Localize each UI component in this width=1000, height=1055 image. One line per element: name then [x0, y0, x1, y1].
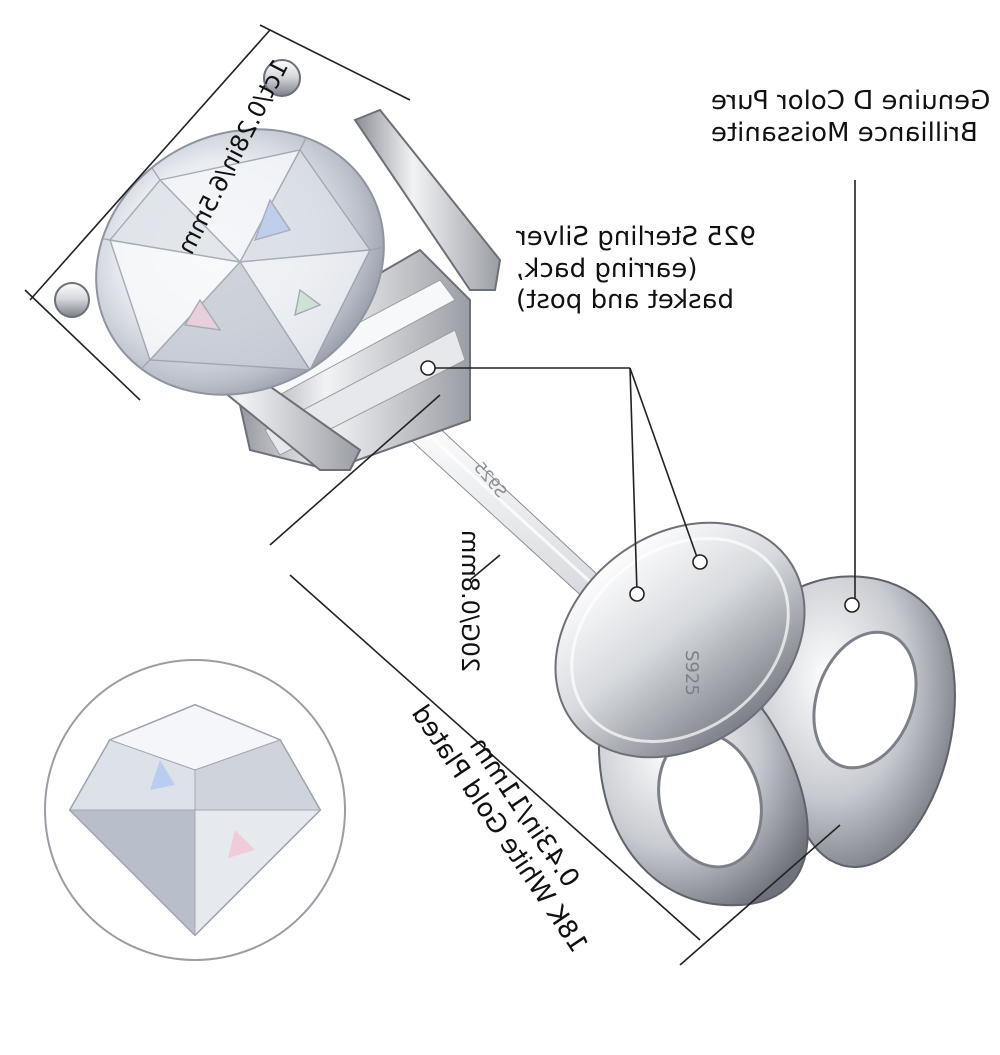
- moissanite-callout: Genuine D Color Pure Brilliance Moissani…: [711, 86, 990, 149]
- silver-callout: 925 Sterling Silver (earring back, baske…: [516, 222, 756, 317]
- dimension-lines: [24, 24, 841, 966]
- moissanite-line-2: Brilliance Moissanite: [710, 117, 978, 148]
- loose-stone-inset: [44, 659, 346, 961]
- stone-basket: [54, 59, 502, 472]
- callout-leaders: [420, 180, 860, 613]
- silver-line-1: 925 Sterling Silver: [516, 222, 756, 252]
- silver-line-3: basket and post): [516, 285, 735, 316]
- moissanite-stone: [59, 89, 421, 421]
- moissanite-line-1: Genuine D Color Pure: [710, 86, 990, 116]
- butterfly-back: S925: [554, 521, 956, 907]
- gauge-dimension-text: 20G/0.8mm: [456, 529, 484, 673]
- gauge-dimension-label: 20G/0.8mm: [454, 506, 486, 696]
- silver-line-2: (earring back,: [516, 253, 698, 284]
- back-stamp: S925: [681, 650, 702, 696]
- product-illustration: S925: [24, 24, 956, 966]
